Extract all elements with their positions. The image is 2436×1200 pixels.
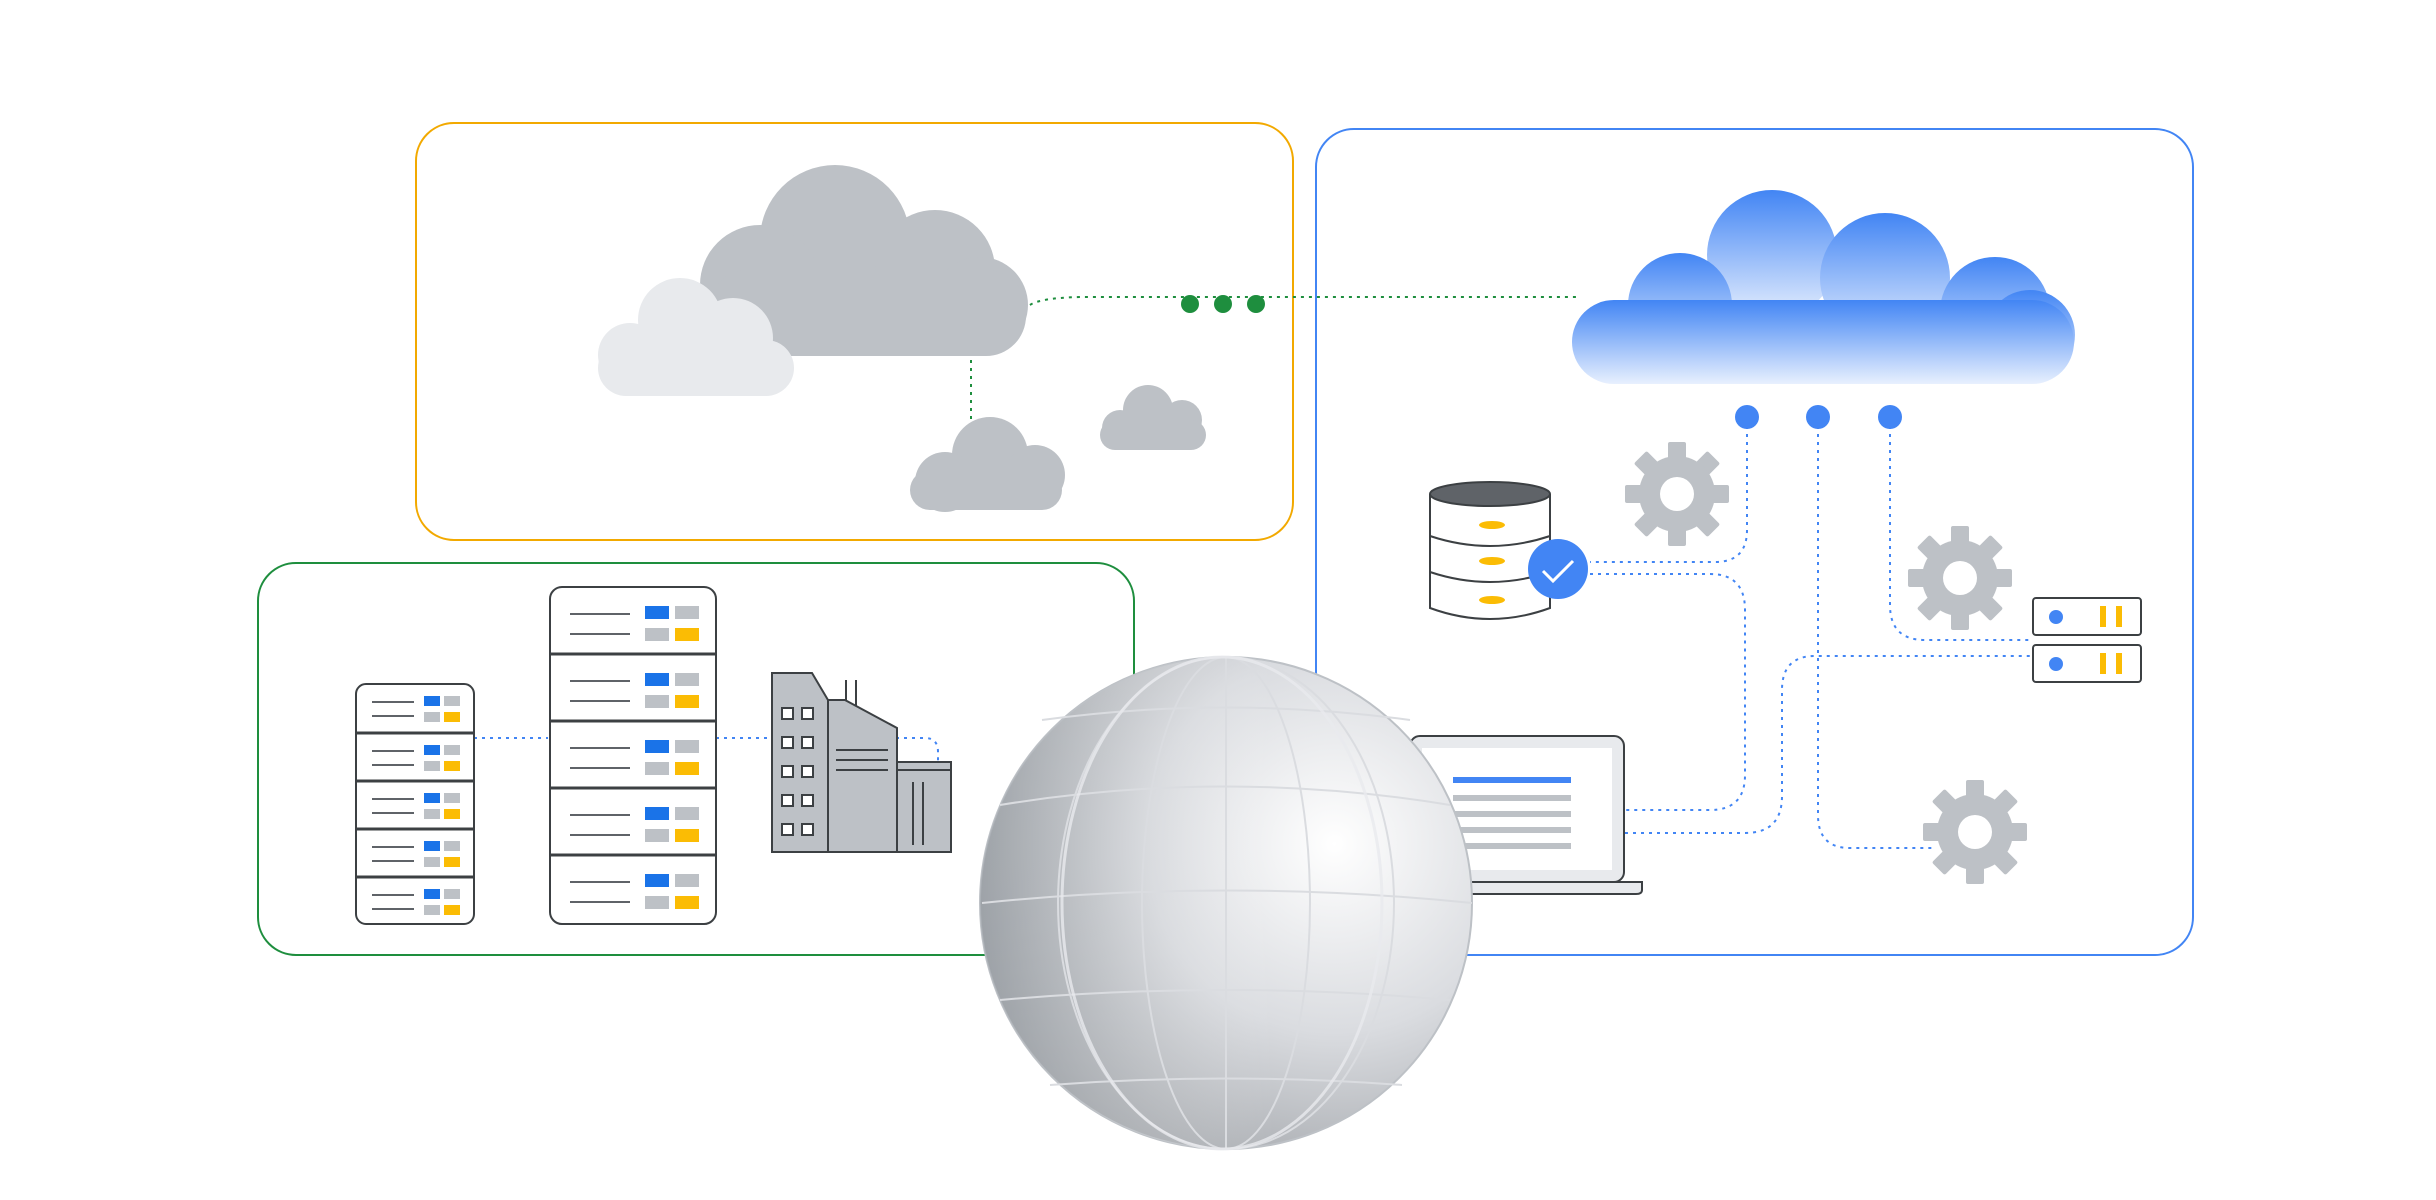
cloud-icon — [910, 417, 1065, 512]
on-premises-connections — [474, 737, 939, 762]
gear-icon — [1923, 780, 2027, 884]
google-cloud-region-border — [1315, 128, 2194, 956]
cloud-icon — [598, 278, 794, 396]
check-badge-icon — [1528, 539, 1588, 599]
cloud-icon — [700, 165, 1028, 356]
cloud-icon — [1572, 190, 2075, 384]
server-rack-icon — [549, 586, 717, 925]
gear-icon — [1908, 526, 2012, 630]
connection-dots-blue — [1735, 405, 1902, 429]
cloud-icon — [1100, 385, 1206, 450]
multicloud-region-border — [415, 122, 1294, 541]
factory-building-icon — [771, 672, 952, 853]
server-icon — [2032, 597, 2142, 636]
globe-icon — [979, 655, 1473, 1151]
google-cloud-connections — [1590, 418, 2030, 849]
multicloud-connections — [970, 296, 1580, 420]
gear-icon — [1625, 442, 1729, 546]
database-icon — [1429, 481, 1551, 620]
server-icon — [2032, 644, 2142, 683]
connection-dots-green — [1181, 295, 1265, 313]
server-rack-icon — [355, 683, 475, 925]
